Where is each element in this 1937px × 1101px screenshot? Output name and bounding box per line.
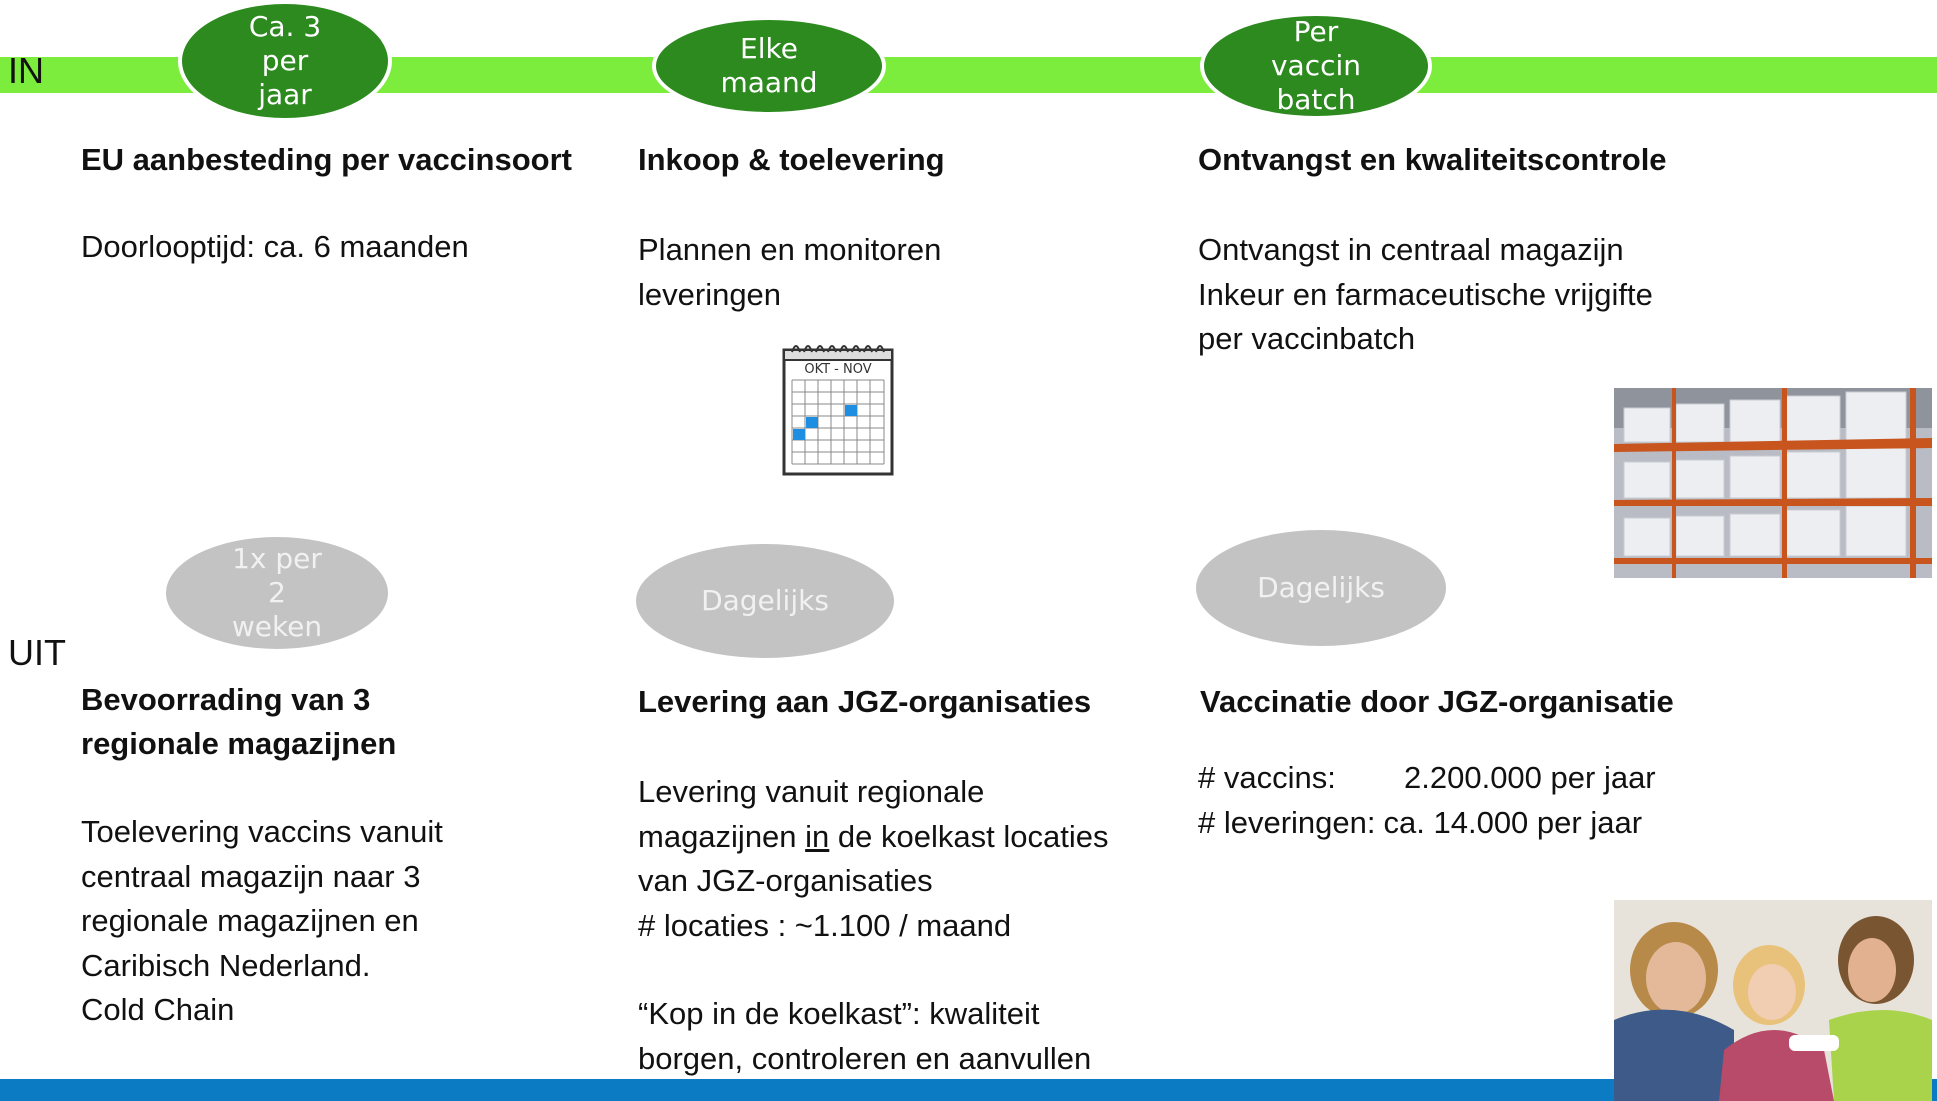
frequency-ellipse-vaccination: Dagelijks: [1196, 530, 1446, 646]
step-title-vaccination: Vaccinatie door JGZ-organisatie: [1200, 684, 1674, 719]
stat-row-vaccins: # vaccins: 2.200.000 per jaar: [1198, 756, 1758, 801]
stat-value: 2.200.000 per jaar: [1404, 760, 1656, 795]
step-body-replenishment: Toelevering vaccins vanuit centraal maga…: [81, 814, 443, 1027]
step-title-receipt: Ontvangst en kwaliteitscontrole: [1198, 142, 1667, 177]
row-label-uit: UIT: [8, 632, 66, 673]
frequency-ellipse-delivery: Dagelijks: [636, 544, 894, 658]
step-title-replenishment: Bevoorrading van 3 regionale magazijnen: [81, 682, 397, 761]
stat-label: # vaccins:: [1198, 760, 1336, 795]
step-body-purchasing: Plannen en monitoren leveringen: [638, 232, 942, 312]
step-title-tender: EU aanbesteding per vaccinsoort: [81, 142, 572, 177]
step-body-delivery-fridge: “Kop in de koelkast”: kwaliteit borgen, …: [638, 996, 1092, 1076]
calendar-icon: OKT - NOV: [782, 345, 894, 476]
footer-band: [0, 1079, 1937, 1101]
stat-value: ca. 14.000 per jaar: [1383, 804, 1643, 840]
step-title-delivery: Levering aan JGZ-organisaties: [638, 684, 1092, 719]
stat-row-leveringen: # leveringen: ca. 14.000 per jaar: [1198, 801, 1758, 846]
row-label-in: IN: [8, 50, 44, 91]
vaccination-stats: # vaccins: 2.200.000 per jaar # levering…: [1198, 756, 1758, 845]
step-title-purchasing: Inkoop & toelevering: [638, 142, 945, 177]
warehouse-photo: [1614, 388, 1932, 578]
stat-label: # leveringen:: [1198, 804, 1376, 840]
step-body-tender: Doorlooptijd: ca. 6 maanden: [81, 229, 469, 264]
vaccination-photo: [1614, 900, 1932, 1101]
step-body-receipt: Ontvangst in centraal magazijn Inkeur en…: [1198, 232, 1653, 356]
step-body-delivery: Levering vanuit regionale magazijnen in …: [638, 774, 1109, 943]
calendar-header-text: OKT - NOV: [804, 362, 871, 377]
